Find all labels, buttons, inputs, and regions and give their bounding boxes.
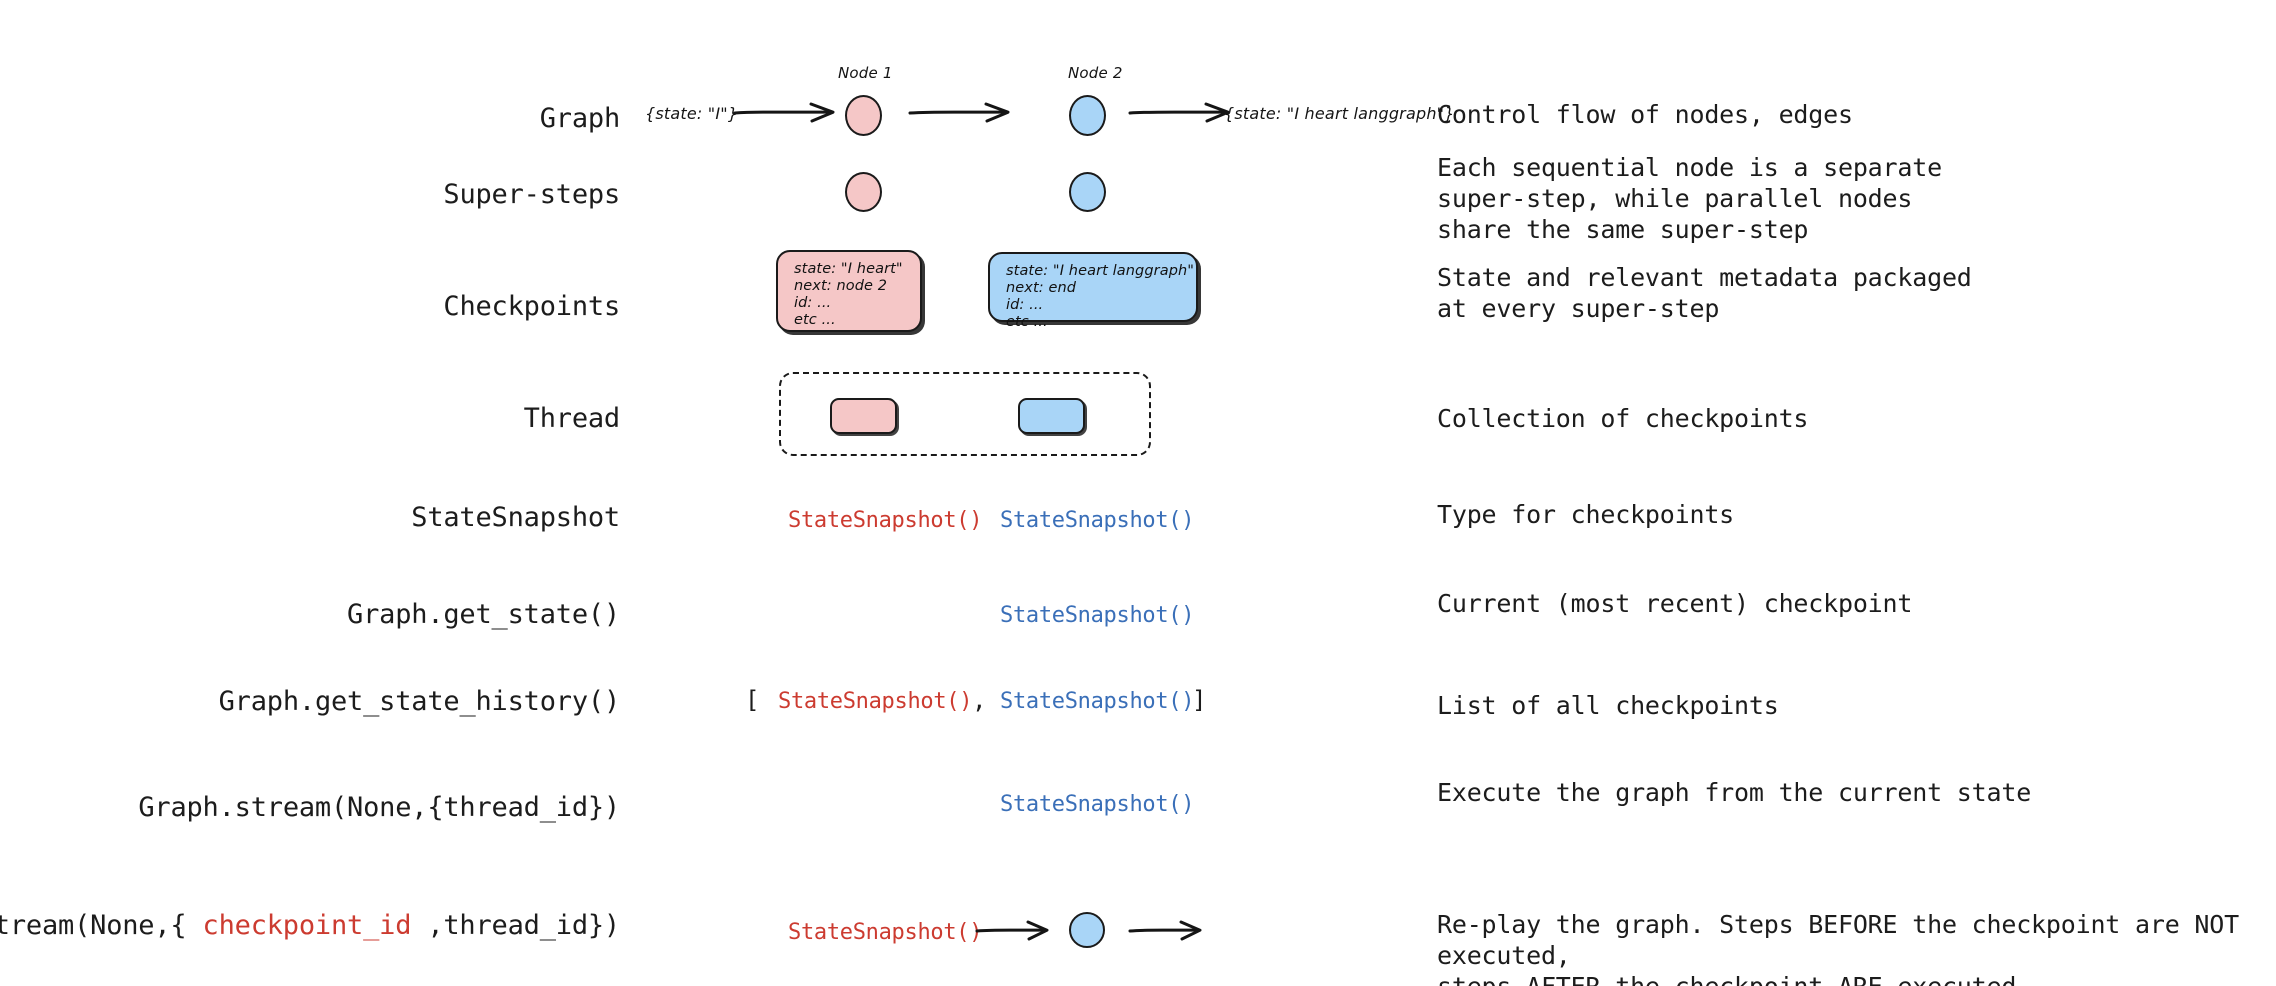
row-description-super-steps: Each sequential node is a separate super…: [1437, 153, 1942, 244]
replay-node-2: [1069, 912, 1105, 948]
superstep-node-1: [845, 172, 882, 212]
history-close-bracket: ]: [1192, 686, 1207, 714]
row-label-get-state-history-text: Graph.get_state_history(): [218, 686, 621, 717]
graph-arrow-1: [733, 102, 835, 123]
row-label-checkpoints-text: Checkpoints: [443, 291, 620, 322]
checkpoint-card-blue: state: "I heart langgraph" next: end id:…: [988, 252, 1198, 330]
superstep-node-2: [1069, 172, 1106, 212]
row-label-statesnapshot-text: StateSnapshot: [411, 502, 620, 533]
checkpoint-blue-line-2: next: end: [1006, 280, 1077, 296]
statesnapshot-token-pink: StateSnapshot(): [788, 508, 983, 533]
row-description-state-snapshot: Type for checkpoints: [1437, 500, 1735, 529]
history-token-blue: StateSnapshot(): [1000, 689, 1195, 714]
row-description-checkpoints: State and relevant metadata packaged at …: [1437, 263, 1972, 323]
graph-arrow-3: [1128, 102, 1230, 123]
graph-node-1: [845, 95, 882, 136]
row-description-stream-checkpoint: Re-play the graph. Steps BEFORE the chec…: [1437, 910, 2239, 986]
row-description-stream-thread: Execute the graph from the current state: [1437, 778, 2032, 807]
checkpoint-pink-line-3: id: ...: [794, 295, 832, 311]
row-label-graph-text: Graph: [539, 103, 620, 134]
stream-checkpoint-suffix: ,thread_id}): [411, 910, 620, 941]
row-label-get-state-text: Graph.get_state(): [347, 599, 620, 630]
row-label-stream-checkpoint-text: Graph.stream(None,{ checkpoint_id ,threa…: [0, 911, 620, 941]
row-label-super-steps-text: Super-steps: [443, 179, 620, 210]
thread-container: [779, 372, 1151, 456]
row-description-thread: Collection of checkpoints: [1437, 404, 1809, 433]
checkpoint-blue-line-4: etc ...: [1006, 314, 1048, 330]
history-separator: ,: [972, 686, 987, 714]
statesnapshot-token-blue: StateSnapshot(): [1000, 508, 1195, 533]
replay-arrow-1: [975, 920, 1049, 941]
thread-checkpoint-chip-blue: [1018, 398, 1085, 434]
history-token-pink: StateSnapshot(): [778, 689, 973, 714]
stream-checkpoint-highlight: checkpoint_id: [202, 910, 412, 941]
checkpoint-blue-line-1: state: "I heart langgraph": [1006, 263, 1195, 279]
graph-input-state-label: {state: "I"}: [645, 104, 739, 123]
node-2-title: Node 2: [1068, 64, 1123, 82]
graph-arrow-2: [908, 102, 1010, 123]
node-1-title: Node 1: [838, 64, 893, 82]
stream-checkpoint-prefix: Graph.stream(None,{: [0, 910, 187, 941]
row-description-get-state: Current (most recent) checkpoint: [1437, 589, 1913, 618]
row-label-thread-text: Thread: [523, 403, 621, 434]
thread-checkpoint-chip-pink: [830, 398, 897, 434]
checkpoint-blue-line-3: id: ...: [1006, 297, 1044, 313]
get-state-result-token: StateSnapshot(): [1000, 603, 1195, 628]
stream-thread-result-token: StateSnapshot(): [1000, 792, 1195, 817]
row-description-graph: Control flow of nodes, edges: [1437, 100, 1853, 129]
replay-start-token: StateSnapshot(): [788, 920, 983, 945]
row-description-get-state-history: List of all checkpoints: [1437, 691, 1779, 720]
graph-node-2: [1069, 95, 1106, 136]
history-open-bracket: [: [745, 686, 760, 714]
replay-arrow-2: [1128, 920, 1202, 941]
checkpoint-pink-line-2: next: node 2: [794, 278, 888, 294]
graph-output-state-label: {state: "I heart langgraph"}: [1224, 104, 1455, 123]
row-label-stream-thread-text: Graph.stream(None,{thread_id}): [138, 792, 620, 823]
checkpoint-pink-line-4: etc ...: [794, 312, 836, 328]
checkpoint-card-pink: state: "I heart" next: node 2 id: ... et…: [776, 250, 922, 332]
checkpoint-pink-line-1: state: "I heart": [794, 261, 903, 277]
